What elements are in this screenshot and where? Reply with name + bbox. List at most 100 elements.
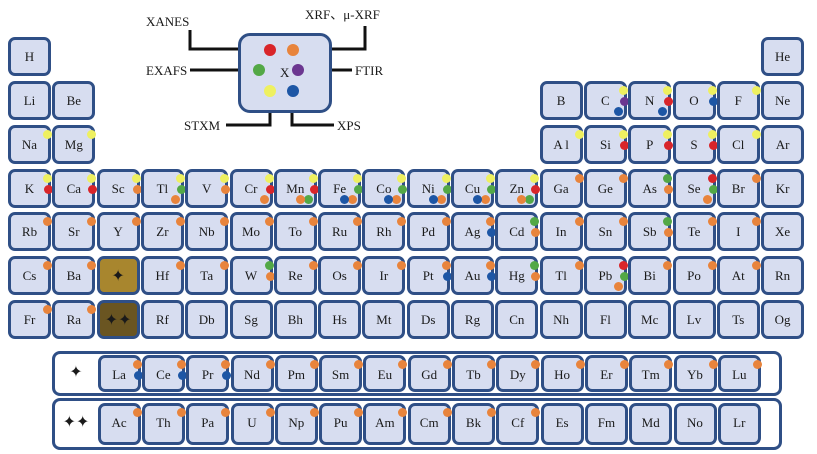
element-lu: Lu: [717, 355, 762, 392]
element-pd: Pd: [406, 212, 451, 251]
element-tm: Tm: [629, 355, 674, 392]
element-symbol: Fr: [23, 312, 36, 327]
method-dot-stxm: [308, 174, 318, 183]
element-symbol: B: [556, 93, 566, 108]
element-xe: Xe: [761, 212, 805, 251]
element-es: Es: [540, 403, 584, 445]
method-dot-xrf: [751, 174, 761, 183]
element-symbol: Cl: [732, 137, 745, 152]
element-co: Co: [362, 169, 408, 208]
method-dot-stxm: [486, 174, 495, 183]
element-symbol: Ga: [553, 181, 569, 196]
method-dot-xrf: [752, 360, 762, 369]
method-dot-xrf: [87, 261, 97, 270]
element-ca: Ca: [52, 169, 98, 208]
method-dot-exafs: [708, 185, 718, 194]
legend-dot-ftir: [292, 64, 304, 76]
legend-label-xps: XPS: [337, 118, 361, 133]
method-dot-xrf: [175, 261, 185, 270]
method-dot-exafs: [619, 272, 629, 281]
element-symbol: Db: [198, 312, 215, 327]
method-dot-xrf: [348, 195, 358, 204]
element-symbol: Re: [288, 268, 303, 283]
element-og: Og: [761, 300, 805, 339]
element-cn: Cn: [495, 300, 539, 339]
element-tb: Tb: [452, 355, 496, 392]
method-dot-xrf: [531, 360, 541, 369]
method-dot-xanes: [707, 174, 717, 183]
method-dot-xrf: [398, 360, 408, 369]
element-symbol: Ce: [156, 367, 171, 382]
method-dot-stxm: [264, 174, 274, 183]
element-symbol: Ne: [775, 93, 791, 108]
element-br: Br: [716, 169, 761, 208]
element-ga: Ga: [539, 169, 584, 208]
element-symbol: Sm: [331, 367, 350, 382]
legend-dot-exafs: [253, 64, 265, 76]
element-symbol: Ru: [332, 224, 348, 239]
method-dot-xrf: [487, 360, 496, 369]
element-cd: Cd: [495, 212, 541, 251]
element-symbol: Tb: [466, 367, 481, 382]
method-dot-stxm: [87, 130, 97, 139]
element-symbol: Bk: [465, 415, 482, 430]
element-dy: Dy: [496, 355, 541, 392]
method-dot-xrf: [702, 195, 712, 204]
method-dot-xrf: [397, 217, 407, 226]
element-h: H: [8, 37, 51, 76]
element-symbol: Er: [600, 367, 613, 382]
element-symbol: Sr: [68, 224, 80, 239]
element-symbol: As: [642, 181, 657, 196]
element-y: Y: [96, 212, 141, 251]
element-symbol: Mc: [641, 312, 659, 327]
method-dot-xrf: [486, 261, 495, 270]
element-symbol: Rn: [775, 268, 791, 283]
element-symbol: At: [731, 268, 745, 283]
method-dot-xrf: [353, 217, 363, 226]
element-symbol: Sg: [244, 312, 258, 327]
element-symbol: Eu: [377, 367, 393, 382]
element-symbol: Nb: [198, 224, 215, 239]
method-dot-xanes: [531, 185, 541, 194]
method-dot-xrf: [708, 360, 718, 369]
element-symbol: Se: [687, 181, 701, 196]
element-in: In: [539, 212, 584, 251]
element-symbol: Rg: [464, 312, 481, 327]
element-nd: Nd: [230, 355, 275, 392]
method-dot-xrf: [265, 272, 275, 281]
method-dot-xrf: [220, 217, 230, 226]
element-symbol: Rh: [376, 224, 392, 239]
element-symbol: Sc: [111, 181, 125, 196]
element-symbol: C: [601, 93, 610, 108]
method-dot-xrf: [354, 360, 364, 369]
method-dot-exafs: [525, 195, 535, 204]
element-symbol: Pd: [421, 224, 436, 239]
element-symbol: Au: [464, 268, 481, 283]
element-hf: Hf: [140, 256, 185, 295]
element-symbol: S: [690, 137, 698, 152]
element-f: F: [716, 81, 761, 120]
legend-label-xrf: XRF、μ-XRF: [305, 7, 380, 22]
method-dot-stxm: [530, 174, 540, 183]
element-zr: Zr: [140, 212, 185, 251]
element-ba: Ba: [52, 256, 97, 295]
element-am: Am: [363, 403, 408, 445]
method-dot-stxm: [663, 86, 673, 95]
method-dot-xrf: [398, 408, 408, 417]
method-dot-xanes: [708, 141, 718, 150]
element-symbol: Si: [599, 137, 611, 152]
method-dot-xrf: [441, 261, 451, 270]
method-dot-stxm: [663, 130, 673, 139]
element-mt: Mt: [362, 300, 406, 339]
element-symbol: Zr: [156, 224, 169, 239]
element-os: Os: [318, 256, 363, 295]
element-symbol: Gd: [421, 367, 438, 382]
method-dot-xrf: [486, 217, 495, 226]
method-dot-exafs: [303, 195, 313, 204]
element-au: Au: [451, 256, 496, 295]
element-mo: Mo: [229, 212, 274, 251]
element-sn: Sn: [583, 212, 628, 251]
legend-dot-stxm: [264, 85, 276, 97]
method-dot-xrf: [618, 174, 628, 183]
